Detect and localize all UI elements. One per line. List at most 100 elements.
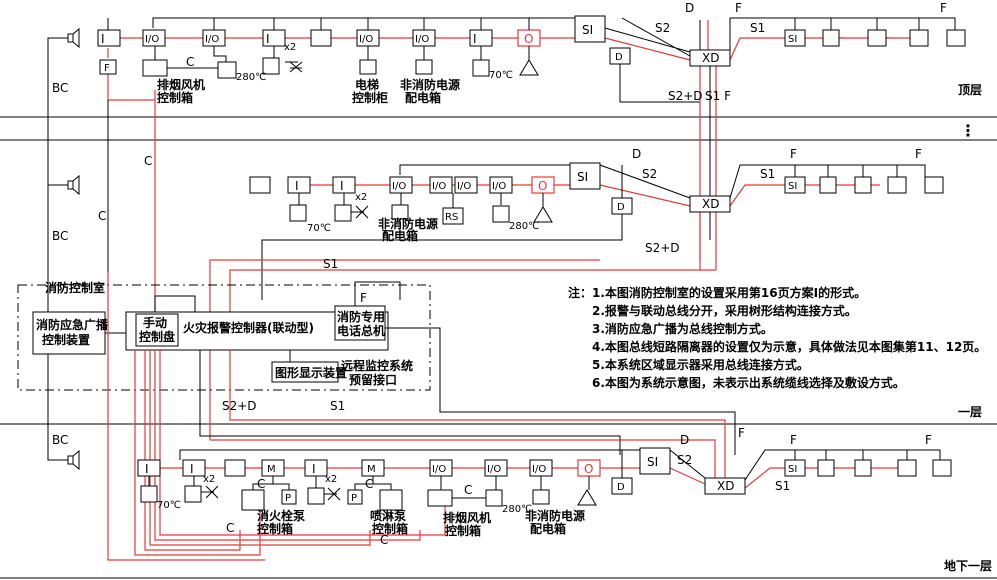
svg-text:D: D	[632, 147, 641, 161]
phone	[924, 176, 944, 194]
svg-text:排烟风机: 排烟风机	[157, 77, 205, 92]
svg-text:I/O: I/O	[432, 464, 446, 475]
svg-text:I: I	[190, 462, 194, 476]
svg-text:I: I	[101, 32, 105, 46]
svg-text:I/O: I/O	[359, 34, 373, 45]
d-box	[609, 47, 631, 65]
svg-text:70℃: 70℃	[307, 223, 331, 234]
fire-damper	[492, 205, 510, 223]
svg-text:火灾报警控制器(联动型): 火灾报警控制器(联动型)	[183, 320, 314, 335]
svg-text:控制箱: 控制箱	[257, 521, 293, 536]
svg-text:C: C	[186, 55, 194, 69]
mid-floor-bus	[209, 164, 926, 440]
svg-text:消防专用: 消防专用	[337, 309, 385, 324]
svg-text:D: D	[680, 433, 689, 447]
svg-text:消防控制室: 消防控制室	[45, 280, 105, 295]
svg-text:C: C	[464, 483, 472, 497]
svg-text:电梯: 电梯	[355, 77, 379, 92]
fire-damper	[217, 61, 237, 79]
floor-label-first: 一层	[958, 405, 982, 419]
elevator-cab	[359, 59, 377, 75]
svg-text:I/O: I/O	[415, 34, 429, 45]
input-module	[304, 459, 328, 477]
phone	[932, 459, 952, 477]
input-module	[182, 459, 206, 477]
graphic-display	[271, 361, 339, 383]
svg-text:70℃: 70℃	[489, 70, 513, 81]
svg-text:远程监控系统: 远程监控系统	[341, 358, 413, 373]
phone-plug	[887, 176, 907, 194]
svg-text:RS: RS	[445, 212, 458, 223]
svg-text:S2: S2	[642, 167, 657, 181]
svg-text:x2: x2	[325, 474, 337, 485]
svg-text:I/O: I/O	[392, 181, 406, 192]
smoke-detector	[289, 204, 307, 222]
svg-text:手动: 手动	[143, 315, 167, 330]
svg-text:配电箱: 配电箱	[382, 228, 418, 243]
alarm-bell	[310, 29, 332, 47]
svg-text:图形显示装置: 图形显示装置	[275, 365, 347, 380]
svg-text:XD: XD	[717, 479, 734, 493]
svg-text:SI: SI	[582, 23, 593, 37]
alarm-bell	[249, 176, 271, 194]
svg-text:SI: SI	[788, 181, 797, 192]
smoke-detector	[472, 59, 490, 77]
input-module	[97, 29, 121, 47]
bc-label-mid: BC	[52, 229, 68, 243]
speaker-icon	[67, 27, 80, 471]
fire-damper	[485, 489, 503, 507]
water-indicator	[854, 176, 872, 194]
svg-text:70℃: 70℃	[157, 500, 181, 511]
svg-text:I: I	[340, 179, 344, 193]
smoke-detector	[140, 485, 158, 503]
svg-text:S2+D: S2+D	[668, 89, 703, 103]
svg-text:D: D	[617, 202, 625, 213]
d-box	[611, 197, 633, 215]
svg-text:I/O: I/O	[492, 181, 506, 192]
svg-text:S1 F: S1 F	[705, 89, 731, 103]
svg-text:C: C	[98, 209, 106, 223]
svg-text:O: O	[538, 179, 547, 193]
svg-text:I/O: I/O	[457, 181, 471, 192]
note-6: 6.本图为系统示意图，未表示出系统缆线选择及敷设方式。	[592, 375, 905, 390]
top-floor-labels: I F I/O I/O I x2 I/O I/O I O SI D XD SI …	[101, 1, 947, 105]
svg-text:F: F	[738, 426, 745, 440]
svg-text:C: C	[257, 477, 265, 491]
svg-text:O: O	[524, 32, 533, 46]
svg-text:S2: S2	[677, 453, 692, 467]
svg-text:控制箱: 控制箱	[157, 90, 193, 105]
control-to-basement-buses: C C	[107, 272, 726, 561]
svg-text:P: P	[285, 493, 291, 504]
note-3: 3.消防应急广播为总线控制方式。	[592, 321, 773, 336]
top-floor-devices	[97, 15, 966, 79]
xd-area-display	[704, 477, 746, 495]
bc-label-top: BC	[52, 81, 68, 95]
sounder	[577, 489, 597, 506]
svg-text:F: F	[735, 1, 742, 15]
note-5: 5.本系统区域显示器采用总线连接方式。	[592, 357, 809, 372]
svg-text:I: I	[295, 179, 299, 193]
bc-label-low: BC	[52, 433, 68, 447]
fire-phone-host	[334, 305, 386, 341]
floor-label-top: 顶层	[958, 83, 982, 97]
input-module	[137, 459, 161, 477]
mid-floor-labels: I I x2 I/O I/O I/O RS I/O O SI D XD SI 7…	[295, 147, 922, 271]
phone-plug	[897, 459, 917, 477]
flow-switch	[822, 29, 840, 47]
notes: 注：1.本图消防控制室的设置采用第16页方案Ⅰ的形式。 2.报警与联动总线分开，…	[568, 285, 986, 390]
left-c-buses: C C	[98, 100, 156, 312]
io-module	[454, 176, 478, 194]
svg-text:F: F	[790, 147, 797, 161]
svg-text:O: O	[584, 462, 593, 476]
xd-area-display	[689, 195, 731, 213]
svg-text:P: P	[351, 493, 357, 504]
phone	[946, 29, 966, 47]
svg-text:I/O: I/O	[432, 181, 446, 192]
svg-text:XD: XD	[702, 51, 719, 65]
svg-text:F: F	[790, 433, 797, 447]
svg-text:C: C	[226, 521, 234, 535]
smoke-fan-box	[142, 59, 168, 77]
phone-plug	[909, 29, 929, 47]
